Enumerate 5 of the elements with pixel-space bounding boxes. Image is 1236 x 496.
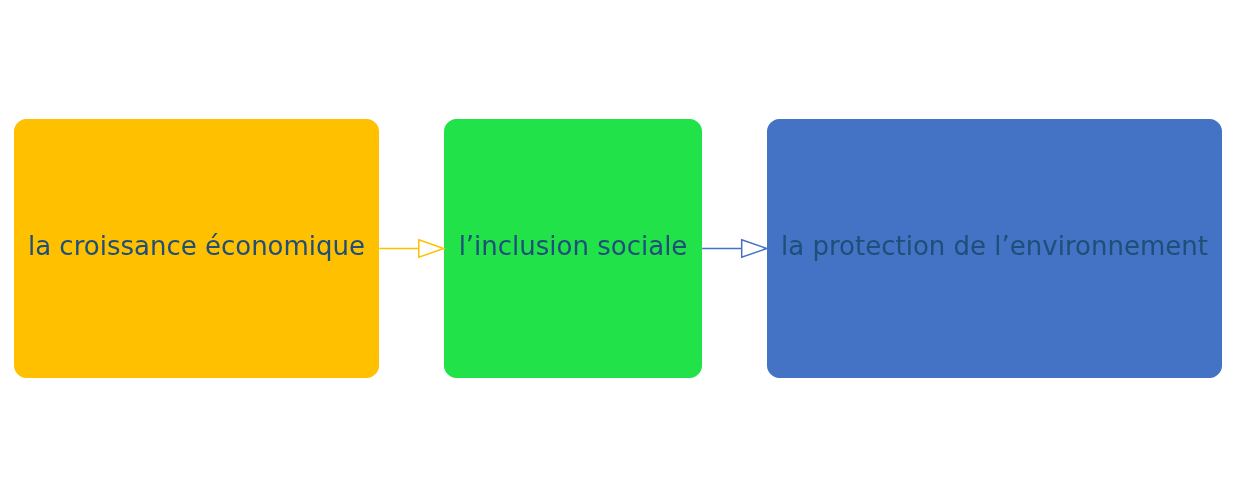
node-box: la croissance économique [14,118,379,378]
node-box: l’inclusion sociale [444,118,702,378]
arrow [701,238,769,258]
arrow [378,238,447,258]
node-box: la protection de l’environnement [767,118,1222,378]
